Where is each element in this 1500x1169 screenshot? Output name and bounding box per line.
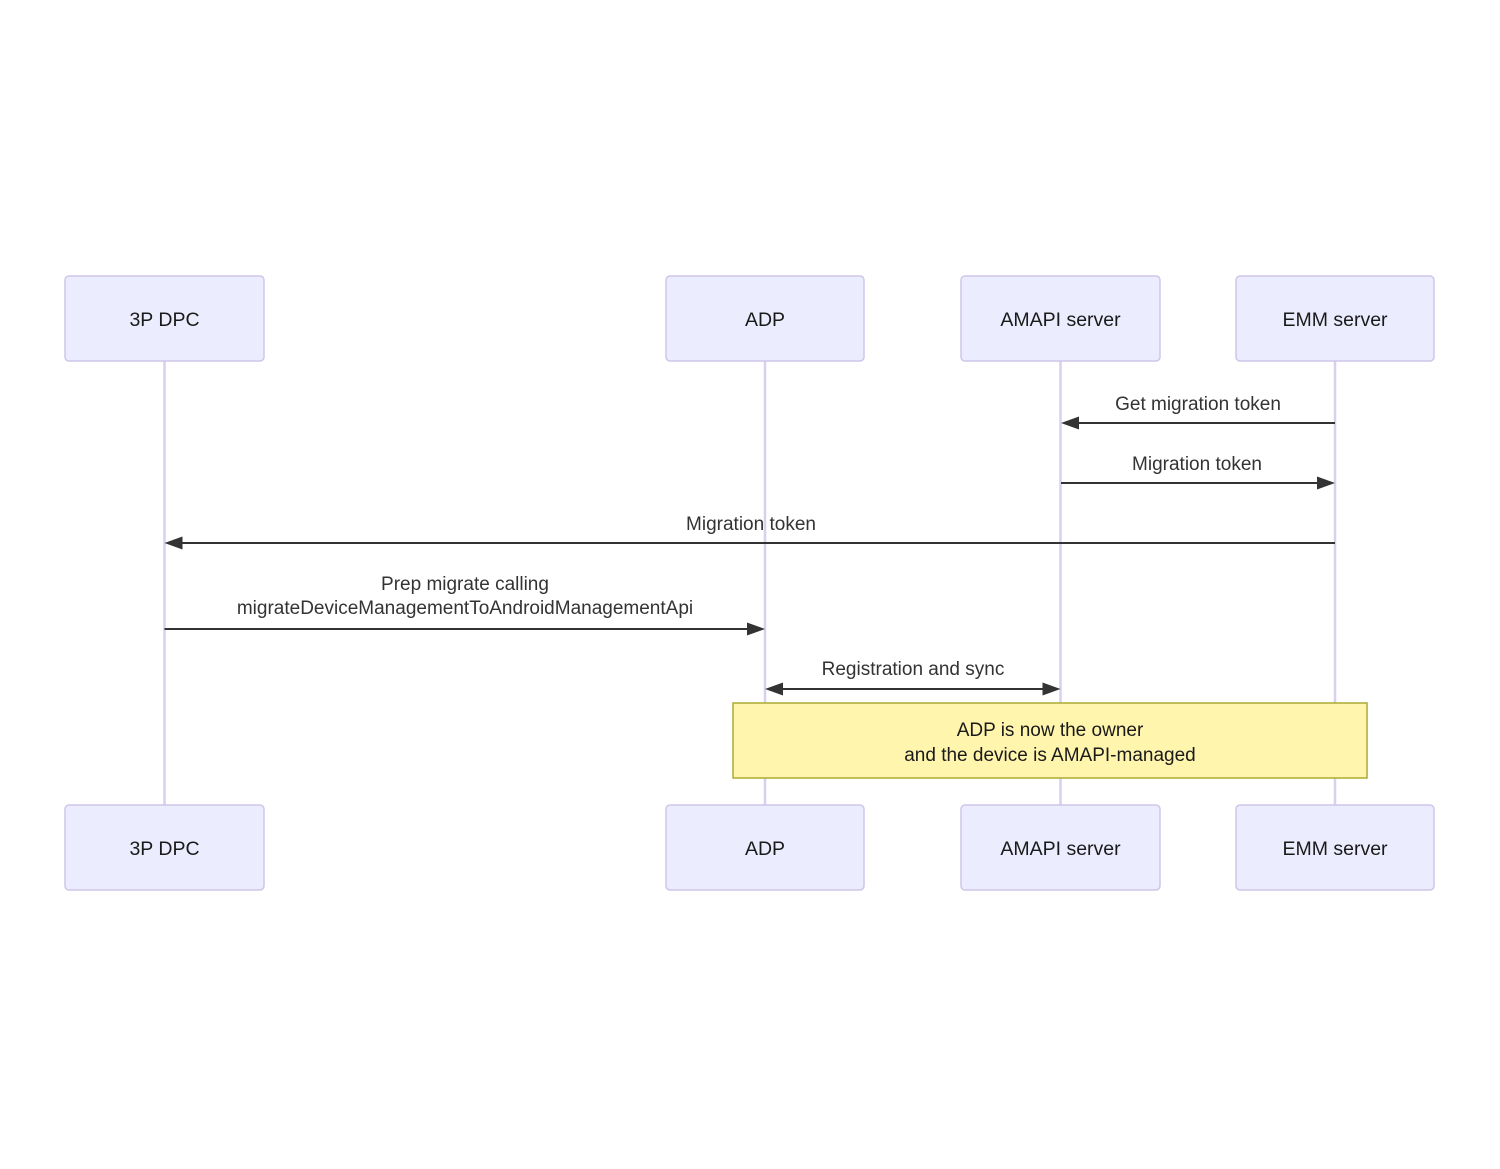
message-label-registration-and-sync: Registration and sync bbox=[822, 659, 1005, 680]
actor-label-amapi-server-top: AMAPI server bbox=[1000, 309, 1121, 331]
message-label-prep-migrate-line2: migrateDeviceManagementToAndroidManageme… bbox=[237, 598, 693, 619]
message-label-prep-migrate-line1: Prep migrate calling bbox=[381, 574, 549, 595]
message-registration-and-sync: Registration and sync bbox=[765, 659, 1061, 696]
actor-label-3p-dpc-top: 3P DPC bbox=[129, 309, 199, 331]
message-migration-token-to-3p-dpc: Migration token bbox=[164, 514, 1335, 550]
actor-box-adp-bottom bbox=[665, 804, 865, 891]
actors-bottom: 3P DPC ADP AMAPI server EMM server bbox=[64, 804, 1435, 891]
actor-label-amapi-server-bottom: AMAPI server bbox=[1000, 838, 1121, 860]
note-adp-owner: ADP is now the owner and the device is A… bbox=[732, 702, 1368, 779]
arrowhead-left-icon bbox=[164, 536, 183, 550]
message-label-get-migration-token: Get migration token bbox=[1115, 394, 1281, 415]
actor-label-adp-bottom: ADP bbox=[745, 838, 785, 860]
actor-label-emm-server-top: EMM server bbox=[1282, 309, 1388, 331]
actor-box-3p-dpc-top bbox=[64, 275, 265, 362]
actor-box-adp-top bbox=[665, 275, 865, 362]
note-text-line2: and the device is AMAPI-managed bbox=[904, 745, 1196, 766]
arrowhead-right-icon bbox=[1317, 476, 1335, 490]
message-migration-token-to-emm: Migration token bbox=[1061, 454, 1335, 490]
message-get-migration-token: Get migration token bbox=[1061, 394, 1335, 430]
message-label-migration-token-to-3p-dpc: Migration token bbox=[686, 514, 816, 535]
actor-box-emm-server-bottom bbox=[1235, 804, 1435, 891]
note-box bbox=[732, 702, 1368, 779]
arrowhead-left-icon bbox=[765, 682, 783, 696]
actor-box-amapi-server-top bbox=[960, 275, 1161, 362]
actor-label-emm-server-bottom: EMM server bbox=[1282, 838, 1388, 860]
arrowhead-right-icon bbox=[747, 622, 765, 636]
message-prep-migrate: Prep migrate calling migrateDeviceManage… bbox=[164, 574, 765, 636]
message-label-migration-token-to-emm: Migration token bbox=[1132, 454, 1262, 475]
actor-box-3p-dpc-bottom bbox=[64, 804, 265, 891]
actors-top: 3P DPC ADP AMAPI server EMM server bbox=[64, 275, 1435, 362]
note-text-line1: ADP is now the owner bbox=[957, 720, 1144, 741]
arrowhead-left-icon bbox=[1061, 416, 1079, 430]
actor-box-emm-server-top bbox=[1235, 275, 1435, 362]
arrowhead-right-icon bbox=[1042, 682, 1061, 696]
actor-label-adp-top: ADP bbox=[745, 309, 785, 331]
actor-label-3p-dpc-bottom: 3P DPC bbox=[129, 838, 199, 860]
actor-box-amapi-server-bottom bbox=[960, 804, 1161, 891]
